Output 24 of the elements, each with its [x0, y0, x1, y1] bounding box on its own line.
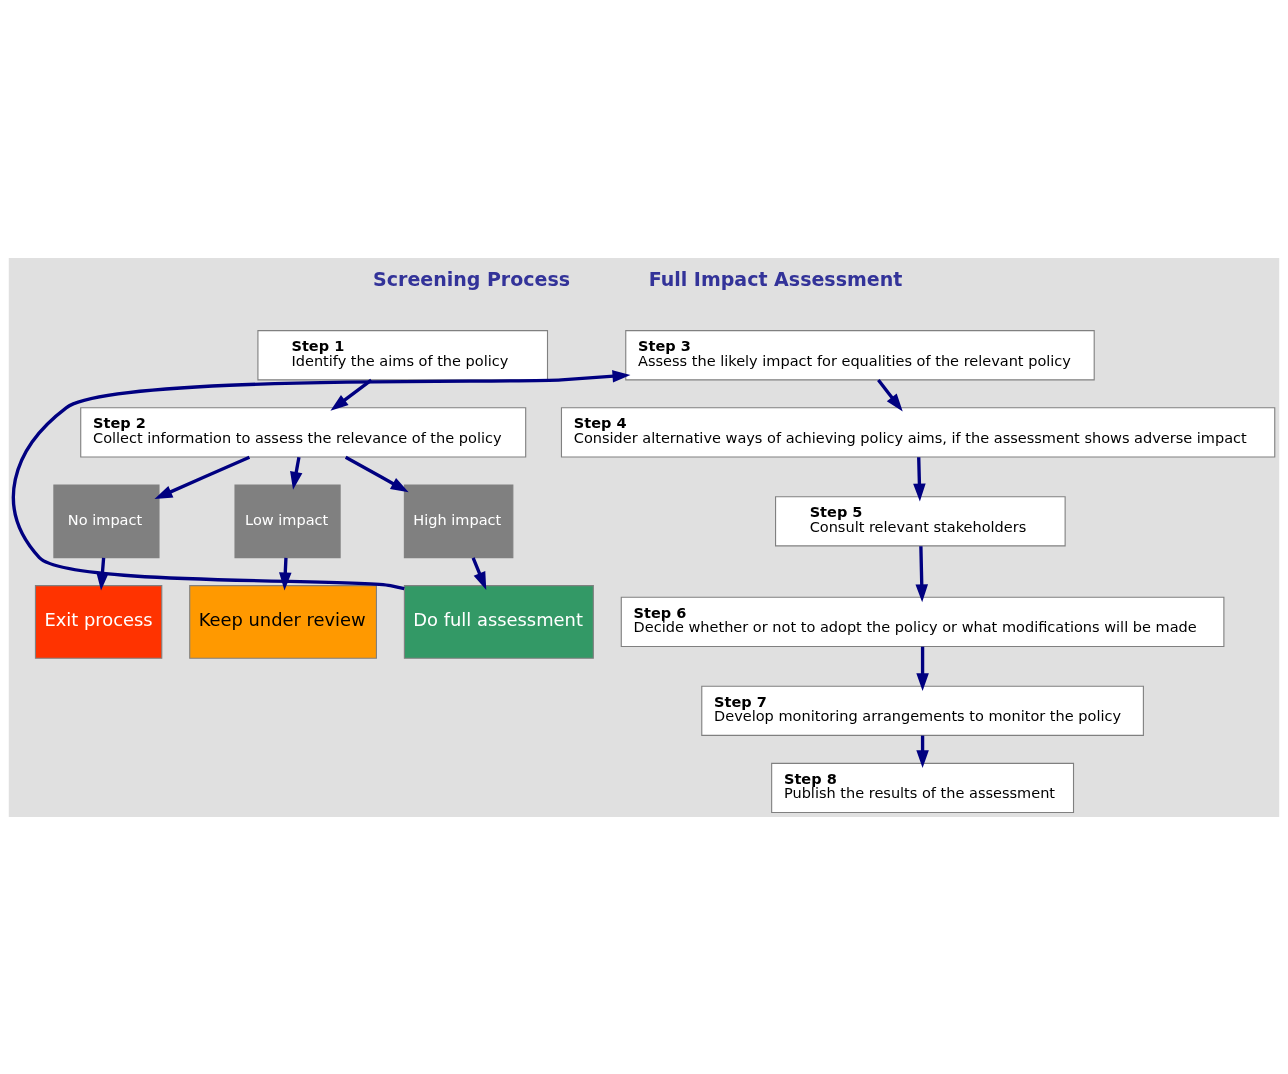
- node-box: Step 1 Identify the aims of the policy: [257, 329, 549, 380]
- node-box: Exit process: [34, 584, 163, 659]
- arrow: [916, 646, 929, 691]
- node-box: Do full assessment: [403, 584, 594, 659]
- node-box: Step 7 Develop monitoring arrangements to monitor the policy: [701, 685, 1144, 736]
- node-box: Low impact: [234, 483, 341, 558]
- arrow: [913, 456, 926, 502]
- node-box: High impact: [403, 483, 514, 558]
- arrow: [877, 378, 903, 411]
- node-box: Keep under review: [189, 584, 377, 659]
- node-box: Step 6 Decide whether or not to adopt the policy or what modifications will be made: [620, 596, 1225, 647]
- node-box: Step 3 Assess the likely impact for equalities of the relevant policy: [625, 329, 1095, 380]
- node-box: No impact: [53, 483, 160, 558]
- arrow: [471, 556, 487, 590]
- label: Screening Process: [373, 267, 571, 290]
- arrow: [344, 455, 409, 492]
- arrow: [330, 378, 373, 411]
- arrow: [154, 455, 251, 499]
- node-box: Step 8 Publish the results of the assessment: [771, 762, 1075, 813]
- node-box: Step 5 Consult relevant stakeholders: [775, 495, 1066, 546]
- label: Full Impact Assessment: [648, 267, 903, 290]
- node-box: Step 2 Collect information to assess the relevance of the policy: [80, 406, 527, 458]
- arrow: [915, 545, 929, 602]
- node-box: Step 4 Consider alternative ways of achieving policy aims, if the assessment shows adverse impact: [560, 406, 1276, 458]
